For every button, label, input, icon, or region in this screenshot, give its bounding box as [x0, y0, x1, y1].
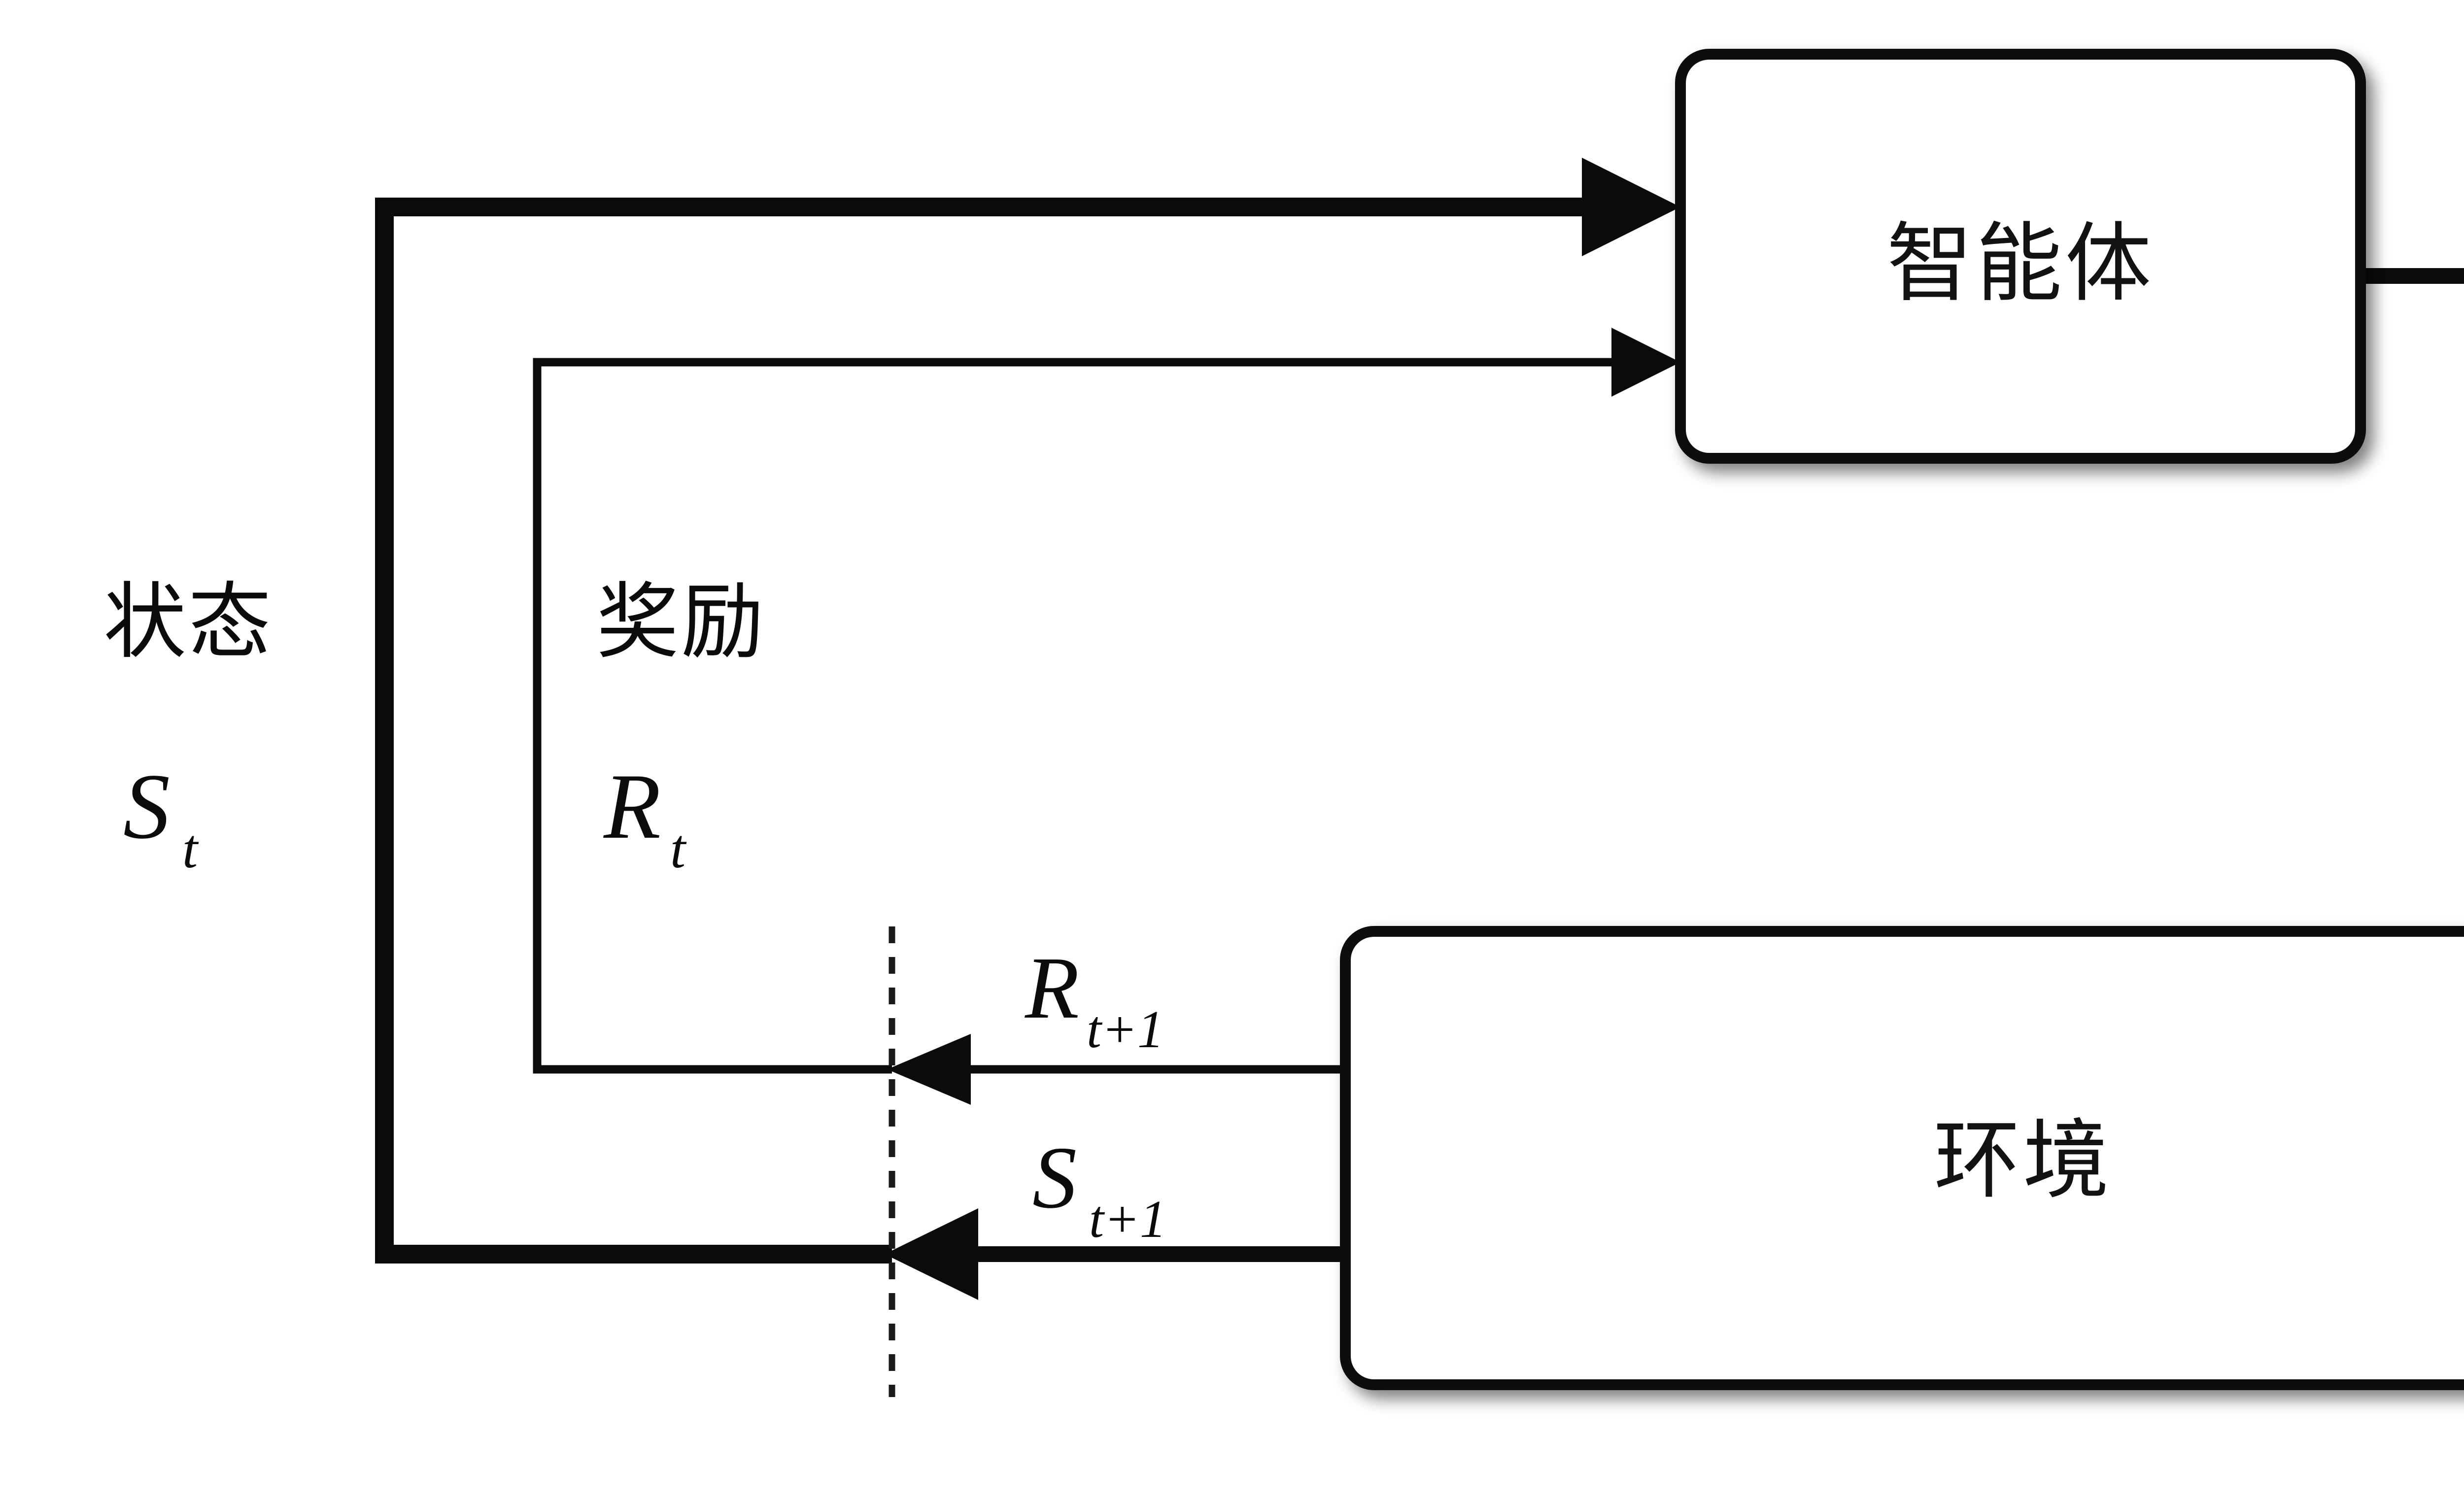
- state-next-subscript: t+1: [1089, 1190, 1166, 1249]
- state-label-subscript: t: [182, 819, 199, 880]
- state-next-symbol: S: [1032, 1128, 1077, 1227]
- reward-next-arrowhead-icon: [887, 1034, 971, 1105]
- state-line: [375, 198, 1602, 1264]
- state-label-cjk: 状态: [103, 574, 273, 670]
- edge-state-feedback: [375, 158, 1680, 1264]
- edge-reward-next: [887, 1034, 1345, 1105]
- reward-next-symbol: R: [1025, 939, 1079, 1037]
- edge-state-next: [885, 1208, 1345, 1300]
- reward-arrowhead-icon: [1611, 328, 1680, 397]
- reward-label-subscript: t: [670, 819, 687, 880]
- label-reward-next: R t+1: [1025, 939, 1164, 1059]
- agent-box-label: 智能体: [1887, 214, 2155, 314]
- environment-box[interactable]: [1340, 926, 2464, 1390]
- state-arrowhead-icon: [1582, 158, 1680, 256]
- reward-label-symbol: R: [603, 755, 661, 858]
- agent-box[interactable]: [1675, 49, 2366, 464]
- environment-box-label: 环境: [1934, 1111, 2112, 1211]
- reward-label-cjk: 奖励: [596, 574, 766, 670]
- reward-line: [533, 358, 1621, 1074]
- state-label-symbol: S: [123, 755, 170, 858]
- label-state-next: S t+1: [1032, 1128, 1166, 1249]
- edge-reward-feedback: [533, 328, 1680, 1074]
- node-agent[interactable]: [1675, 49, 2366, 464]
- reward-next-subscript: t+1: [1087, 1000, 1164, 1059]
- state-next-arrowhead-icon: [885, 1208, 978, 1300]
- label-reward: 奖励 R t: [596, 574, 766, 880]
- label-state: 状态 S t: [103, 574, 273, 880]
- node-environment[interactable]: [1340, 926, 2464, 1390]
